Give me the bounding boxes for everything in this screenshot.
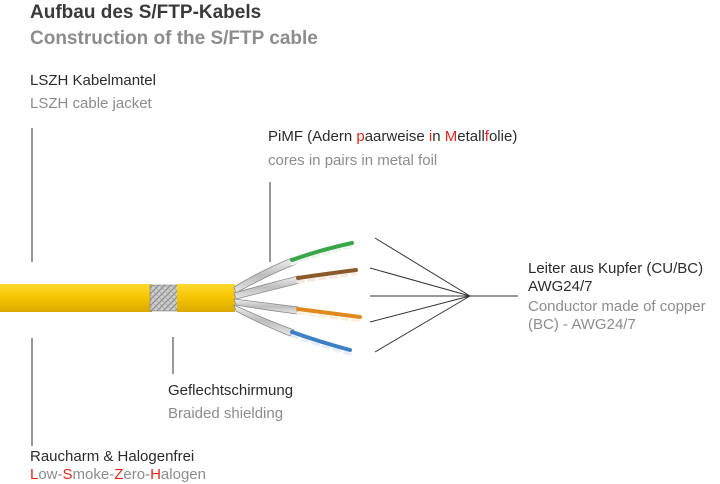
lszh-label-german: Raucharm & Halogenfrei <box>30 448 195 465</box>
wire-pair-brown <box>296 268 358 284</box>
conductor-label-english-1: Conductor made of copper <box>528 298 706 315</box>
braid-label-german: Geflechtschirmung <box>168 382 294 399</box>
lszh-label-english: Low-Smoke-Zero-Halogen <box>30 466 206 483</box>
title-english: Construction of the S/FTP cable <box>30 28 318 49</box>
pimf-label-english: cores in pairs in metal foil <box>268 152 438 169</box>
conductor-label-english-2: (BC) - AWG24/7 <box>528 316 636 333</box>
title-german: Aufbau des S/FTP-Kabels <box>30 2 262 23</box>
pimf-label-german: PiMF (Adern paarweise in Metallfolie) <box>268 128 518 145</box>
wire-pair-orange <box>296 307 362 323</box>
wire-pair-green <box>290 241 354 266</box>
cable-jacket <box>0 284 152 312</box>
conductor-fan-lines <box>369 237 518 353</box>
wire-pair-blue <box>290 330 352 356</box>
foil-pairs <box>233 257 301 337</box>
jacket-label-english: LSZH cable jacket <box>30 95 152 112</box>
conductor-label-german-1: Leiter aus Kupfer (CU/BC) <box>528 260 704 277</box>
braided-shield <box>149 284 179 312</box>
jacket-label-german: LSZH Kabelmantel <box>30 72 156 89</box>
conductor-label-german-2: AWG24/7 <box>528 278 593 295</box>
braid-label-english: Braided shielding <box>168 405 284 422</box>
cable-jacket-inner <box>177 284 235 312</box>
